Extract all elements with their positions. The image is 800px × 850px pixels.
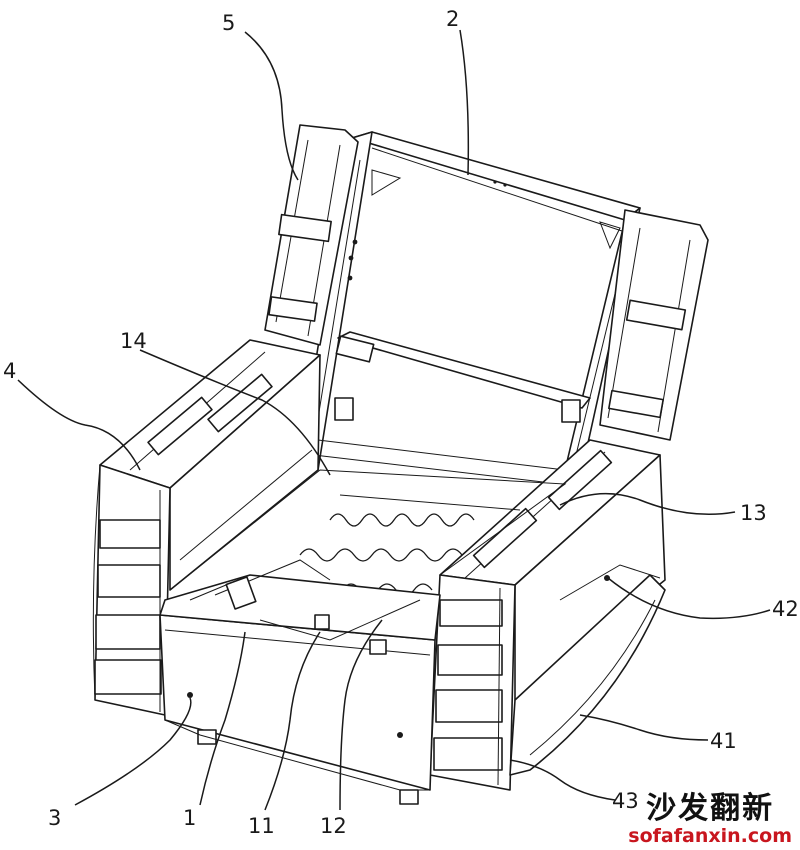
watermark-url-text: sofafanxin.com — [628, 825, 792, 847]
label-14: 14 — [120, 329, 147, 353]
watermark-chinese-text: 沙发翻新 — [646, 791, 775, 826]
label-1: 1 — [183, 806, 196, 830]
label-43: 43 — [612, 789, 639, 813]
leader-lines — [17, 29, 771, 811]
label-2: 2 — [446, 7, 459, 31]
front-footrest-panel — [159, 559, 441, 805]
label-4: 4 — [3, 359, 16, 383]
label-3: 3 — [48, 806, 61, 830]
watermark-logo: 沙发翻新 sofafanxin.com — [628, 791, 792, 847]
right-wing-frame — [599, 209, 709, 441]
label-12: 12 — [320, 814, 347, 838]
label-5: 5 — [222, 11, 235, 35]
left-wing-frame — [264, 124, 359, 346]
label-42: 42 — [772, 597, 799, 621]
label-13: 13 — [740, 501, 767, 525]
label-41: 41 — [710, 729, 737, 753]
label-11: 11 — [248, 814, 275, 838]
right-arm-frame — [429, 439, 666, 791]
callout-labels: 5 2 14 4 13 42 41 3 1 11 12 43 — [3, 7, 799, 838]
